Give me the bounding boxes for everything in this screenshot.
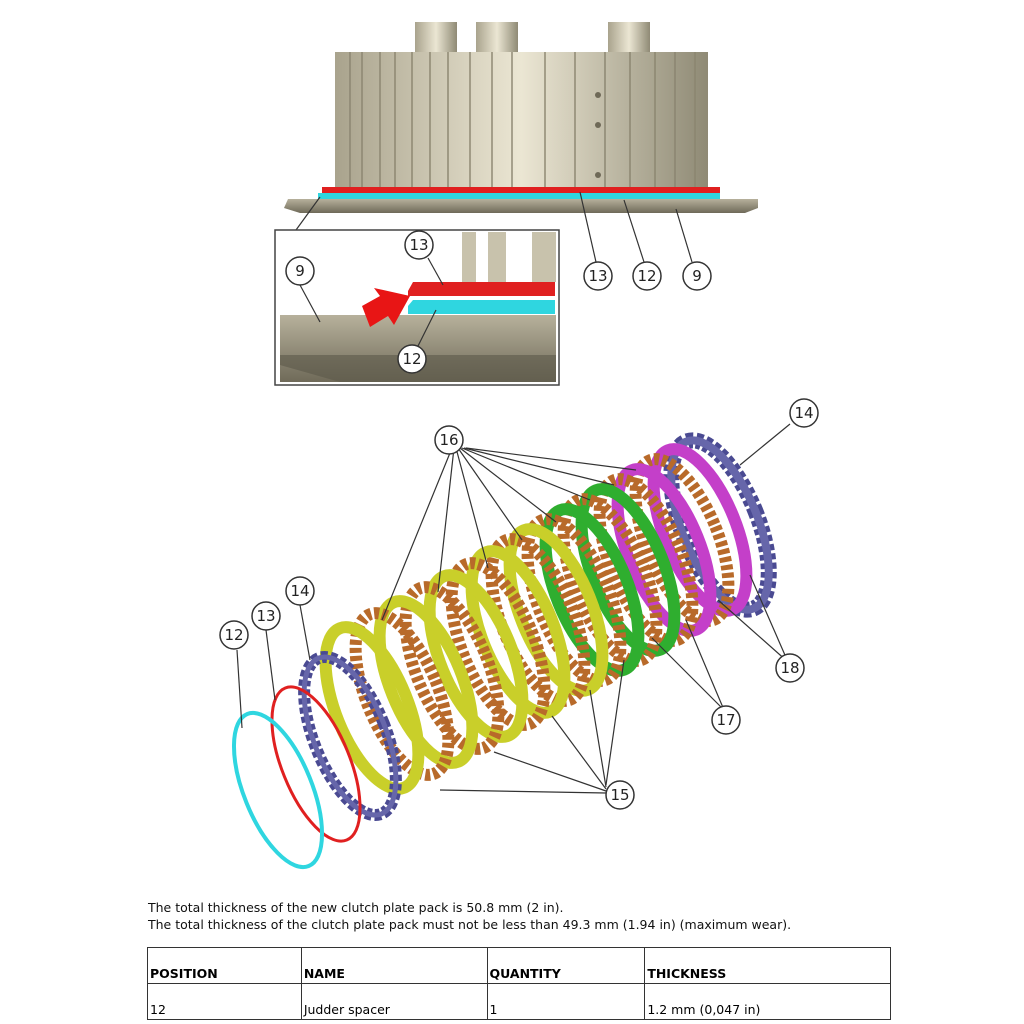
callout-12-inset: 12	[397, 344, 427, 374]
exploded-plate-pack	[231, 432, 777, 870]
plate-18b	[611, 463, 717, 637]
svg-text:12: 12	[637, 267, 656, 285]
inset-judder-spring	[408, 282, 555, 296]
callout-17: 17	[711, 705, 741, 735]
plate-16b	[593, 473, 699, 647]
callout-12-top: 12	[632, 261, 662, 291]
cell-quantity: 1	[486, 983, 646, 1020]
callout-9-top: 9	[682, 261, 712, 291]
svg-text:13: 13	[256, 607, 275, 625]
plate-15c	[423, 569, 529, 743]
plate-16c	[557, 493, 663, 667]
svg-text:9: 9	[692, 267, 702, 285]
plate-17a	[575, 483, 681, 657]
spec-table: POSITION NAME QUANTITY THICKNESS 12 Judd…	[147, 947, 891, 1020]
svg-text:14: 14	[794, 404, 813, 422]
table-header-row: POSITION NAME QUANTITY THICKNESS	[147, 947, 891, 984]
header-quantity: QUANTITY	[486, 947, 646, 984]
svg-text:13: 13	[588, 267, 607, 285]
svg-text:18: 18	[780, 659, 799, 677]
plate-15e	[319, 621, 425, 795]
plate-17b	[539, 503, 645, 677]
svg-text:13: 13	[409, 236, 428, 254]
callout-9-inset: 9	[285, 256, 315, 286]
judder-spacer-side	[318, 193, 720, 199]
plate-16e	[485, 533, 591, 707]
callout-14-front: 14	[285, 576, 315, 606]
svg-text:12: 12	[402, 350, 421, 368]
header-position: POSITION	[147, 947, 302, 984]
plate-16d	[521, 513, 627, 687]
arrow-indicator-icon	[362, 288, 410, 327]
callout-13-pack: 13	[251, 601, 281, 631]
svg-text:16: 16	[439, 431, 458, 449]
clutch-exploded-figure: 13 12 9 9 13 12	[219, 22, 819, 870]
plate-16g	[399, 581, 505, 755]
svg-text:14: 14	[290, 582, 309, 600]
plate-18a	[647, 443, 753, 617]
judder-spring-ring	[270, 685, 362, 843]
thickness-notes: The total thickness of the new clutch pl…	[148, 899, 791, 933]
svg-text:17: 17	[716, 711, 735, 729]
callout-13-top: 13	[583, 261, 613, 291]
header-name: NAME	[300, 947, 488, 984]
svg-text:15: 15	[610, 786, 629, 804]
plate-16a	[629, 453, 735, 627]
svg-text:12: 12	[224, 626, 243, 644]
clutch-hub-side-view	[284, 22, 758, 213]
callout-12-pack: 12	[219, 620, 249, 650]
judder-spring-side	[322, 187, 720, 193]
header-thickness: THICKNESS	[644, 947, 891, 984]
callout-18: 18	[775, 653, 805, 683]
plate-16h	[349, 607, 455, 781]
leader-lines	[236, 423, 791, 794]
cell-position: 12	[147, 983, 302, 1020]
plate-16f	[445, 557, 551, 731]
judder-spacer-ring	[231, 710, 325, 870]
callout-13-inset: 13	[404, 230, 434, 260]
note-new-thickness: The total thickness of the new clutch pl…	[148, 900, 564, 915]
cell-name: Judder spacer	[300, 983, 488, 1020]
inset-judder-spacer	[408, 300, 555, 314]
callout-14-back: 14	[789, 398, 819, 428]
callout-15: 15	[605, 780, 635, 810]
cell-thickness: 1.2 mm (0,047 in)	[644, 983, 891, 1020]
plate-15d	[373, 595, 479, 769]
hub-base-plate	[284, 199, 758, 213]
table-row: 12 Judder spacer 1 1.2 mm (0,047 in)	[147, 983, 891, 1020]
svg-text:9: 9	[295, 262, 305, 280]
callout-16: 16	[434, 425, 464, 455]
note-min-thickness: The total thickness of the clutch plate …	[148, 917, 792, 932]
plate-15b	[465, 545, 571, 719]
